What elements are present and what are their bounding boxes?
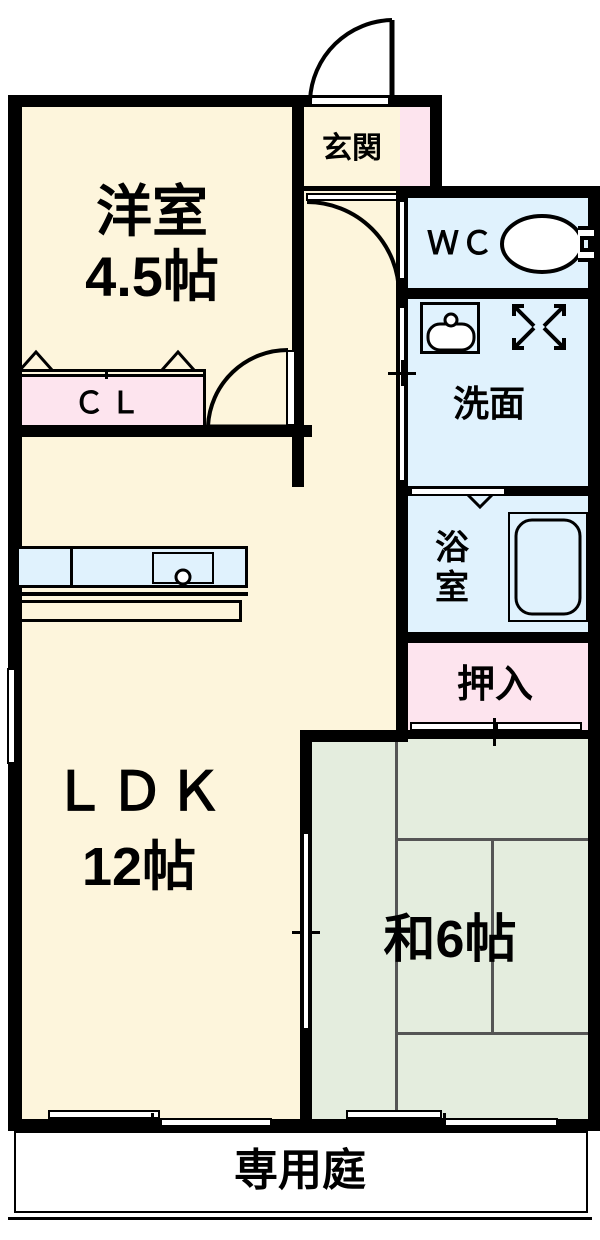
wall-oshiire-bottom — [396, 730, 600, 739]
closet-hanger-icon — [18, 349, 54, 371]
label-private-garden: 専用庭 — [180, 1140, 420, 1202]
hall-door-frame — [306, 193, 398, 201]
entry-door-frame — [310, 96, 390, 106]
label-tatami-text: 和6帖 — [383, 910, 517, 969]
wall-exterior-right — [588, 186, 600, 1131]
window-tatami-left — [302, 832, 310, 1030]
toilet-icon — [500, 214, 598, 274]
wall-wc-bottom — [396, 288, 600, 299]
room-fill-tatami — [312, 738, 588, 1119]
wall-tatami-top — [300, 730, 408, 742]
bedroom-door-swing-icon[interactable] — [206, 347, 292, 430]
label-wc: ＷＣ — [416, 222, 506, 266]
label-genkan: 玄関 — [308, 124, 396, 174]
window-tick — [140, 1125, 166, 1128]
wall-genkan-right — [430, 95, 442, 198]
wall-wc-top — [396, 186, 600, 198]
kitchen-counter-edge — [16, 592, 248, 596]
label-closet: ＣＬ — [30, 382, 190, 426]
bedroom-door-frame — [286, 350, 296, 426]
label-yokushitsu-line1: 浴 — [435, 529, 469, 568]
bathtub-icon — [514, 518, 582, 616]
label-senmen-text: 洗面 — [452, 383, 525, 425]
kitchen-counter-front — [16, 600, 242, 603]
label-yoshitsu-size: 4.5帖 — [85, 245, 219, 308]
label-ldk-name: ＬＤＫ — [52, 762, 226, 823]
wall-yokushitsu-bottom — [396, 632, 600, 643]
window-tick — [432, 1125, 458, 1128]
wall-corridor-stub — [292, 425, 304, 487]
label-closet-text: ＣＬ — [74, 387, 146, 421]
label-yoshitsu-name: 洋室 — [96, 180, 208, 244]
room-fill-closet — [14, 377, 206, 431]
label-yokushitsu: 浴 室 — [414, 522, 490, 616]
bath-door-direction-icon — [466, 493, 494, 510]
label-ldk-size: 12帖 — [81, 837, 197, 897]
kitchen-counter-front-right — [239, 600, 242, 622]
label-senmen: 洗面 — [414, 378, 564, 430]
label-genkan-text: 玄関 — [322, 132, 382, 166]
closet-top-line — [14, 369, 206, 372]
room-fill-hall — [304, 190, 400, 738]
wc-door[interactable] — [398, 200, 406, 280]
window-tick — [482, 731, 508, 734]
room-fill-oshiire — [408, 642, 588, 732]
window-ldk-left — [7, 668, 16, 764]
tatami-mat-line — [491, 838, 494, 1035]
oshiire-sliding-door[interactable] — [410, 722, 496, 731]
label-oshiire: 押入 — [420, 658, 570, 714]
wall-exterior-left — [8, 95, 22, 1131]
kitchen-counter-front-bottom — [16, 619, 242, 622]
hall-door-swing-icon[interactable] — [305, 200, 401, 296]
window-ldk-bottom — [48, 1110, 160, 1119]
sink-drain-icon — [174, 568, 192, 586]
washbasin-icon — [426, 312, 476, 352]
private-garden-area — [14, 1131, 588, 1213]
wall-genkan-bottom — [304, 186, 408, 191]
wall-yoshitsu-bottom — [8, 425, 312, 437]
label-private-garden-text: 専用庭 — [234, 1145, 366, 1195]
kitchen-stove-divider — [70, 546, 73, 588]
senmen-door[interactable] — [398, 306, 406, 482]
bath-door[interactable] — [410, 487, 506, 496]
oshiire-sliding-door[interactable] — [496, 722, 582, 731]
entry-door-swing-icon[interactable] — [306, 14, 398, 102]
label-yokushitsu-line2: 室 — [435, 569, 469, 607]
closet-divider — [105, 369, 108, 379]
closet-shelf-line — [14, 374, 206, 377]
room-fill-genkan — [304, 107, 400, 190]
washing-machine-icon — [512, 304, 566, 350]
tatami-mat-line — [395, 738, 398, 1119]
window-tick — [401, 360, 404, 386]
private-garden-baseline — [8, 1217, 592, 1220]
label-wc-text: ＷＣ — [426, 225, 495, 262]
window-tatami-bottom — [346, 1110, 442, 1119]
label-oshiire-text: 押入 — [456, 664, 533, 707]
label-yoshitsu: 洋室 4.5帖 — [52, 160, 252, 330]
label-ldk: ＬＤＫ 12帖 — [26, 740, 252, 920]
closet-right-line — [203, 369, 206, 431]
closet-hanger-icon — [160, 349, 196, 371]
window-tatami-bottom — [442, 1118, 558, 1127]
window-ldk-bottom — [160, 1118, 272, 1127]
label-tatami: 和6帖 — [330, 900, 570, 980]
